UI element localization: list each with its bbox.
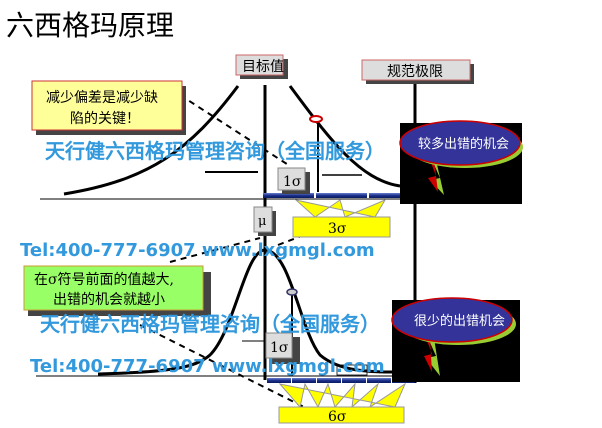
bubble-top [399,120,521,166]
one-sigma-label-top: 1σ [283,174,302,190]
mu-label: μ [258,214,266,229]
spec-limit-label-box [361,59,471,81]
one-sigma-box-top [277,167,306,191]
watermark-bottom: 天行健六西格玛管理咨询（全国服务） Tel:400-777-6907 www.l… [30,312,385,377]
target-label: 目标值 [242,59,284,75]
watermark-bottom-line2: Tel:400-777-6907 www.lxgmgl.com [30,356,385,377]
watermark-top-line1: 天行健六西格玛管理咨询（全国服务） [45,139,385,163]
spec-limit-label: 规范极限 [387,63,443,80]
watermark-top-line2: Tel:400-777-6907 www.lxgmgl.com [20,240,375,261]
target-label-box [235,54,284,76]
one-sigma-box-bottom [265,332,293,359]
narrow-distribution-curve [97,248,401,376]
sigma-bars-top [263,193,415,198]
mu-box [253,206,273,233]
watermark-bottom-line1: 天行健六西格玛管理咨询（全国服务） [40,312,380,336]
callout-bottom [23,265,204,311]
one-sigma-label-bottom: 1σ [270,340,289,356]
callout-top-line1: 减少偏差是减少缺 [46,90,158,106]
bubble-bottom [391,297,513,343]
three-sigma-label: 3σ [328,221,347,237]
curve-marker-bottom [286,288,298,296]
bubble-bottom-text: 很少的出错机会 [414,313,505,329]
callout-bottom-line2: 出错的机会就越小 [53,292,165,308]
bubble-top-text: 较多出错的机会 [418,136,509,152]
six-sigma-callout: 6σ [278,382,407,425]
callout-top-line2: 陷的关键！ [70,111,140,127]
wide-distribution-curve [63,85,401,196]
three-sigma-callout: 3σ [292,198,391,238]
curve-marker-top [309,115,323,123]
page-title: 六西格玛原理 [6,9,175,42]
six-sigma-label: 6σ [328,409,347,425]
watermark-top: 天行健六西格玛管理咨询（全国服务） Tel:400-777-6907 www.l… [20,139,385,261]
callout-bottom-line1: 在σ符号前面的值越大, [34,271,174,288]
callout-top [31,80,183,131]
